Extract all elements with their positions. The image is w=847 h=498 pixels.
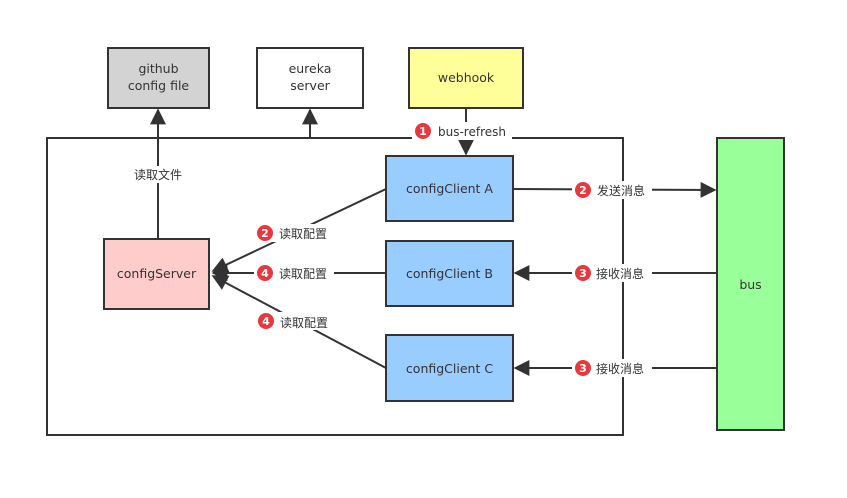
node-config-client-a[interactable]: configClient A (385, 155, 514, 222)
node-bus[interactable]: bus (716, 137, 785, 431)
label-bg (254, 224, 334, 242)
step-badge-2a-number: 2 (261, 227, 269, 240)
node-eureka-server[interactable]: eureka server (256, 47, 364, 109)
node-client-b-label: configClient B (406, 266, 493, 281)
edge-label-bus-refresh: bus-refresh (438, 125, 506, 139)
label-bg (572, 181, 652, 199)
label-bg (255, 312, 335, 330)
step-badge-3b-number: 3 (579, 267, 587, 280)
step-badge-4c-number: 4 (262, 315, 270, 328)
node-config-client-c[interactable]: configClient C (385, 334, 514, 402)
edge-label-c-receive-message: 接收消息 (596, 361, 644, 376)
edge-label-read-file: 读取文件 (134, 167, 182, 182)
node-github-line1: github (138, 61, 178, 76)
edge-label-b-read-config: 读取配置 (279, 267, 327, 281)
label-bg (254, 264, 334, 282)
label-bg (128, 166, 188, 183)
step-badge-2-send-number: 2 (579, 184, 587, 197)
edge-label-c-read-config: 读取配置 (280, 316, 328, 330)
step-badge-2a (257, 225, 273, 241)
step-badge-3b (575, 265, 591, 281)
edge-label-send-message: 发送消息 (597, 183, 645, 198)
node-eureka-line1: eureka (289, 61, 332, 76)
node-config-server-label: configServer (117, 266, 197, 281)
step-badge-3c (575, 360, 591, 376)
service-container (46, 137, 624, 436)
label-bg (412, 122, 512, 140)
label-bg (572, 359, 652, 377)
label-bg (572, 264, 652, 282)
step-badge-3c-number: 3 (579, 362, 587, 375)
node-github-config-file[interactable]: github config file (107, 47, 210, 109)
node-webhook[interactable]: webhook (408, 47, 524, 109)
node-bus-label: bus (739, 277, 761, 292)
node-webhook-label: webhook (438, 70, 495, 85)
step-badge-4b (257, 265, 273, 281)
step-badge-2-send (575, 182, 591, 198)
step-badge-1-number: 1 (419, 125, 427, 138)
node-github-line2: config file (128, 78, 190, 93)
edge-label-b-receive-message: 接收消息 (596, 266, 644, 281)
node-client-c-label: configClient C (406, 361, 493, 376)
edge-label-a-read-config: 读取配置 (279, 227, 327, 241)
step-badge-4b-number: 4 (261, 267, 269, 280)
node-client-a-label: configClient A (406, 181, 493, 196)
node-config-client-b[interactable]: configClient B (385, 240, 514, 307)
step-badge-4c (258, 313, 274, 329)
node-eureka-line2: server (290, 78, 330, 93)
step-badge-1 (415, 123, 431, 139)
node-config-server[interactable]: configServer (103, 238, 210, 310)
